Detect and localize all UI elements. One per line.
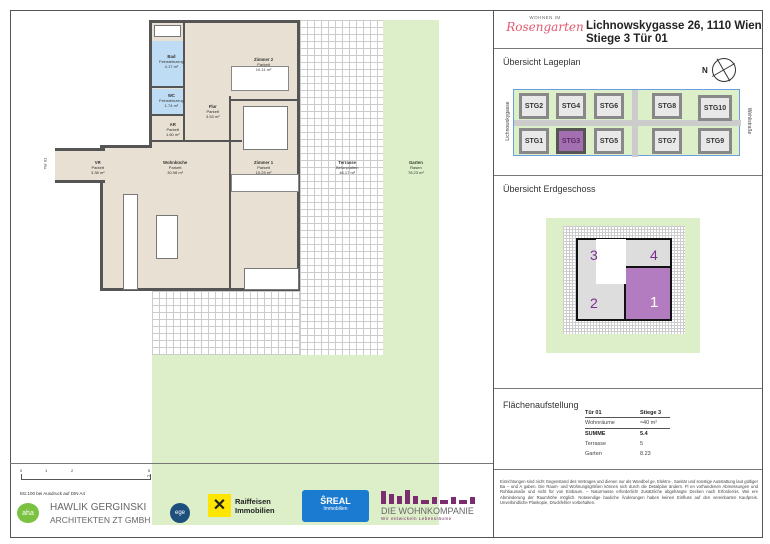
wc	[152, 89, 183, 114]
unit-2[interactable]: 2	[590, 295, 598, 311]
table-row: Wohnräume≈40 m²	[585, 418, 670, 429]
stair-stg1[interactable]: STG1	[519, 128, 549, 154]
garden-area	[383, 20, 439, 365]
logo-aha: aha	[17, 503, 39, 523]
divider	[494, 469, 762, 470]
terrace-area	[300, 20, 383, 355]
legal-text: Einrichtungen sind nicht Gegenstand des …	[500, 479, 758, 505]
scale-tick: 5 m	[147, 468, 151, 478]
col-header: Stiege 3	[640, 410, 662, 416]
stair-stg10[interactable]: STG10	[698, 95, 732, 121]
wall	[229, 96, 231, 291]
unit-3[interactable]: 3	[590, 247, 598, 263]
dining-table	[156, 215, 178, 259]
stair-stg3[interactable]: STG3	[556, 128, 586, 154]
scale-tick: 2	[71, 468, 74, 473]
flaechen-title: Flächenaufstellung	[503, 400, 579, 410]
ground-floor-plan: 3 4 2 1	[546, 218, 700, 353]
page-frame	[10, 10, 763, 538]
bed	[243, 106, 288, 150]
lageplan-title: Übersicht Lageplan	[503, 57, 581, 67]
scale-tick: 1	[45, 468, 48, 473]
terrace-area-lower	[152, 291, 300, 355]
wardrobe-2	[231, 174, 299, 192]
bathtub	[154, 25, 181, 37]
wall	[152, 140, 242, 142]
divider	[493, 10, 494, 538]
divider	[494, 48, 762, 49]
header-logo: WOHNEN IM Rosengarten	[506, 15, 584, 34]
divider	[494, 175, 762, 176]
scale-note: M1:100 bei Ausdruck auf DIN A4	[20, 491, 86, 496]
wall	[229, 99, 300, 101]
stair-stg6[interactable]: STG6	[594, 93, 624, 119]
divider	[10, 463, 493, 464]
site-plan: STG2 STG4 STG6 STG8 STG10 STG1 STG3 STG5…	[513, 89, 741, 157]
street-right: Wehlistraße	[746, 107, 752, 135]
stair-stg7[interactable]: STG7	[652, 128, 682, 154]
north-arrow-icon: N	[702, 58, 736, 82]
sofa	[244, 268, 299, 290]
stair-stg2[interactable]: STG2	[519, 93, 549, 119]
wall	[152, 114, 183, 116]
kitchen-counter	[123, 194, 138, 290]
col-header: Tür 01	[585, 410, 602, 416]
street-left: Lichnowskygasse	[505, 101, 511, 141]
bathroom	[152, 41, 183, 86]
outside-notch	[100, 20, 152, 148]
unit-1[interactable]: 1	[650, 294, 659, 311]
erdgeschoss-title: Übersicht Erdgeschoss	[503, 184, 596, 194]
stair-stg5[interactable]: STG5	[594, 128, 624, 154]
wall	[152, 86, 183, 88]
unit-4[interactable]: 4	[650, 247, 658, 263]
door-label: Tür 01	[42, 157, 48, 170]
scale-tick: 0	[20, 468, 23, 473]
stair-stg9[interactable]: STG9	[698, 128, 732, 154]
wardrobe	[231, 66, 289, 91]
logo-wohnkompanie: DIE WOHNKOMPANIE Wir entwickeln Lebensrä…	[381, 490, 485, 521]
scale-bar: 0 1 2 5 m	[20, 468, 152, 482]
logo-ege: ege	[170, 503, 190, 523]
wk-bars-icon	[381, 490, 485, 504]
raiffeisen-icon: ✕	[208, 494, 231, 517]
stair-stg4[interactable]: STG4	[556, 93, 586, 119]
divider	[494, 388, 762, 389]
stair-stg8[interactable]: STG8	[652, 93, 682, 119]
wall	[183, 20, 185, 140]
vestibule	[55, 148, 105, 183]
